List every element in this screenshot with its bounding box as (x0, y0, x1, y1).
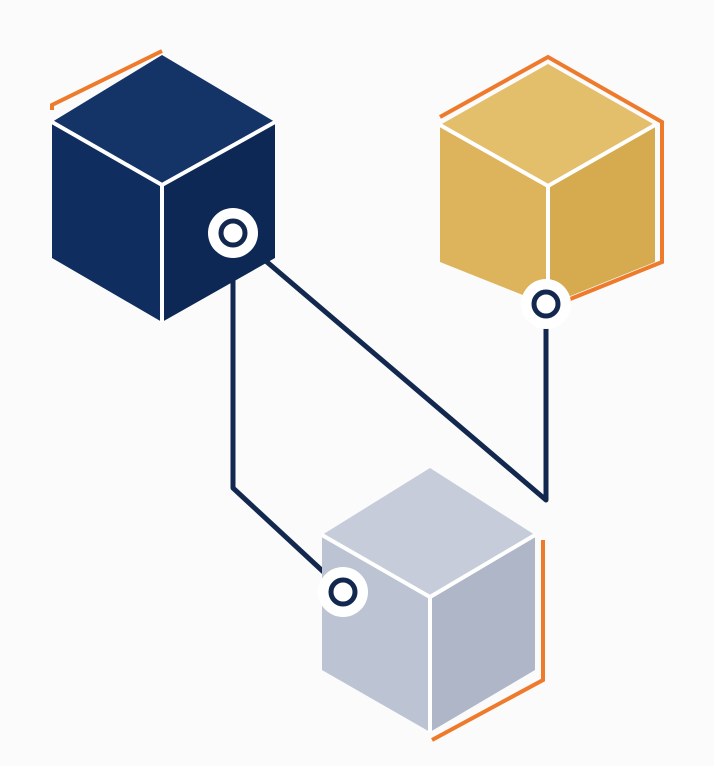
silver-cube-right-face (430, 535, 535, 732)
gold-node-icon (521, 279, 571, 329)
gold-cube-accent (439, 54, 664, 310)
navy-cube-left-face (52, 122, 162, 322)
gold-cube-right-face (548, 125, 655, 305)
connection-nodes (208, 208, 571, 617)
silver-cube-icon (321, 468, 545, 742)
silver-cube-accent (431, 540, 545, 742)
navy-cube-accent (50, 49, 163, 110)
connector-navy-to-gold (230, 230, 549, 503)
navy-node-icon (208, 208, 258, 258)
gold-cube-icon (439, 54, 664, 310)
connectors (230, 230, 549, 593)
silver-node-icon (318, 567, 368, 617)
navy-cube-icon (50, 49, 276, 322)
gold-cube-left-face (440, 125, 548, 305)
connector-navy-to-silver (230, 230, 346, 593)
